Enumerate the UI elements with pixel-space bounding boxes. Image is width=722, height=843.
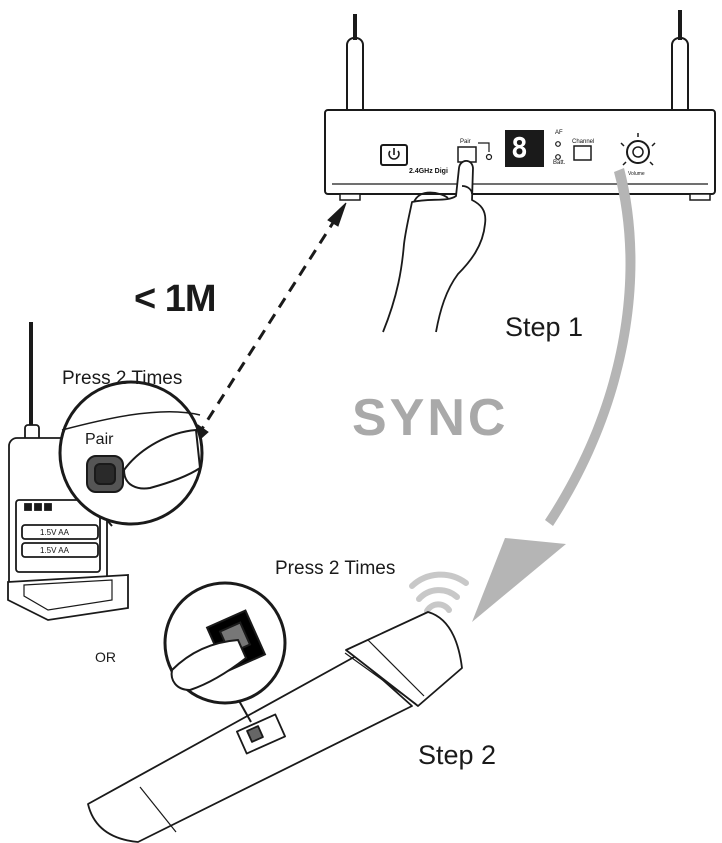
channel-button[interactable] — [573, 145, 592, 161]
receiver-display-digit: 8 — [511, 131, 528, 164]
step-2-label: Step 2 — [418, 740, 497, 770]
volume-knob[interactable] — [620, 133, 656, 166]
or-label: OR — [95, 649, 116, 665]
handheld-microphone — [87, 611, 463, 843]
receiver-channel-label: Channel — [572, 139, 595, 145]
sync-flow-arrow — [472, 168, 636, 622]
distance-arrow — [188, 202, 347, 450]
mic-pair-zoom — [163, 581, 287, 723]
channel-display — [505, 130, 544, 167]
step-1-label: Step 1 — [505, 312, 584, 342]
distance-label: < 1M — [134, 278, 217, 320]
bodypack-press-instruction: Press 2 Times — [62, 368, 183, 389]
bodypack-pair-zoom — [58, 380, 204, 527]
receiver-unit — [324, 10, 716, 201]
hand-pressing-pair — [382, 159, 487, 333]
sync-label: SYNC — [352, 389, 509, 447]
mic-press-instruction: Press 2 Times — [275, 558, 396, 579]
receiver-pair-label: Pair — [460, 139, 471, 145]
receiver-batt-label: Batt. — [553, 160, 566, 166]
bodypack-pair-label: Pair — [85, 431, 114, 448]
power-icon — [388, 148, 400, 160]
bodypack-battery-2 — [21, 542, 99, 558]
wireless-signal-icon — [409, 571, 469, 614]
receiver-model-label: 2.4GHz Digi — [409, 168, 448, 175]
receiver-volume-label: Volume — [628, 171, 645, 177]
bodypack-battery-2-label: 1.5V AA — [40, 546, 69, 555]
receiver-pair-button[interactable] — [457, 146, 477, 163]
bodypack-battery-1-label: 1.5V AA — [40, 528, 69, 537]
bodypack-battery-1 — [21, 524, 99, 540]
receiver-af-label: AF — [555, 130, 563, 136]
